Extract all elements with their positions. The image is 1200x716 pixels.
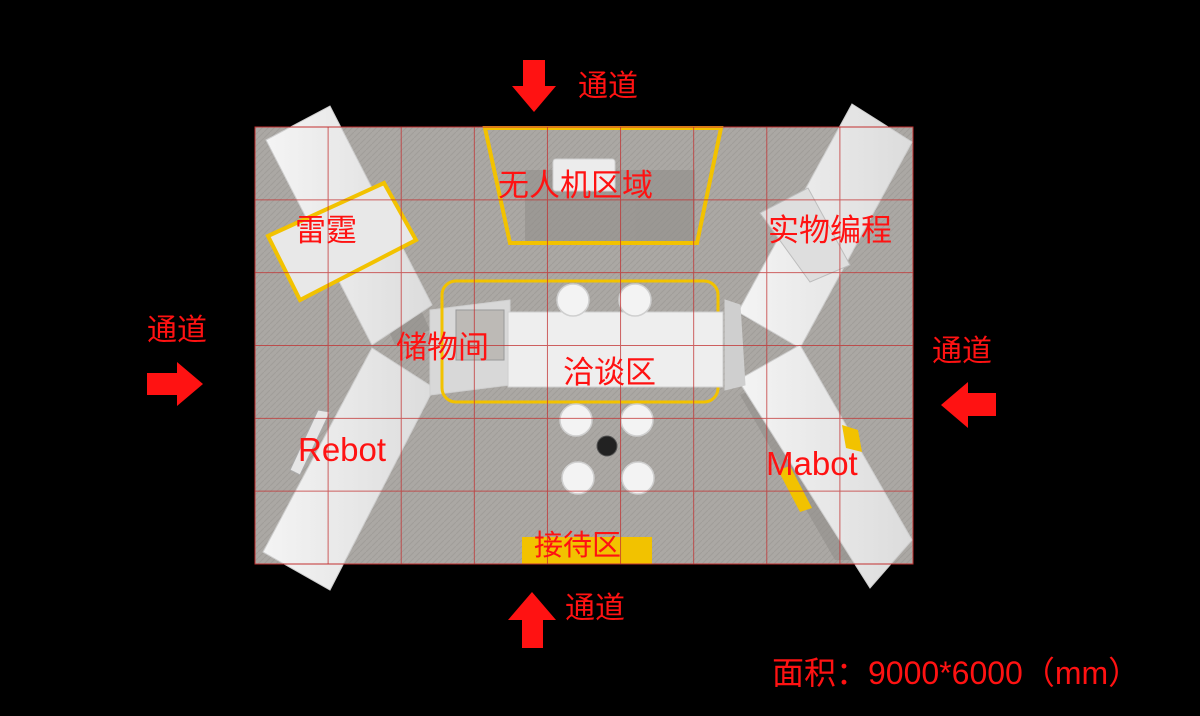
arrow-up-bottom xyxy=(508,592,556,648)
chair xyxy=(561,461,595,495)
chair xyxy=(559,403,593,437)
zone-label-negotiation: 洽谈区 xyxy=(563,355,656,391)
mabot-bottom-board xyxy=(778,466,812,512)
zone-label-mabot: Mabot xyxy=(766,445,858,482)
arrow-left-right xyxy=(941,382,996,428)
zone-label-rebot: Rebot xyxy=(298,431,387,468)
arrow-right-left xyxy=(147,362,203,406)
chair xyxy=(556,283,590,317)
zone-label-storage: 储物间 xyxy=(396,330,489,366)
rebot-side-board xyxy=(289,409,331,476)
drone-zone-table xyxy=(552,158,616,192)
zone-label-leiting: 雷霆 xyxy=(295,213,357,249)
small-round-table xyxy=(596,435,618,457)
chair xyxy=(618,283,652,317)
arrows xyxy=(147,60,996,648)
storage-room-block xyxy=(455,309,505,361)
grid-lines xyxy=(255,127,913,564)
area-dimension-note: 面积：9000*6000（mm） xyxy=(772,655,1141,691)
chair xyxy=(620,403,654,437)
mabot-side-board xyxy=(842,425,862,452)
zone-label-physical-programming: 实物编程 xyxy=(768,213,892,249)
aisle-label-top: 通道 xyxy=(578,69,638,104)
arrow-down-top xyxy=(512,60,556,112)
zone-label-drone: 无人机区域 xyxy=(498,168,653,204)
negotiation-table xyxy=(507,311,724,388)
aisle-label-bottom: 通道 xyxy=(565,591,625,626)
aisle-label-right: 通道 xyxy=(932,334,992,369)
chairs xyxy=(556,283,655,495)
zone-label-reception: 接待区 xyxy=(534,528,622,562)
drone-zone-frame xyxy=(482,126,724,245)
reception-desk xyxy=(522,537,652,564)
aisle-label-left: 通道 xyxy=(147,313,207,348)
leiting-display-board xyxy=(265,180,419,303)
chair xyxy=(621,461,655,495)
booth-border xyxy=(254,126,914,565)
physical-programming-board xyxy=(759,187,851,283)
